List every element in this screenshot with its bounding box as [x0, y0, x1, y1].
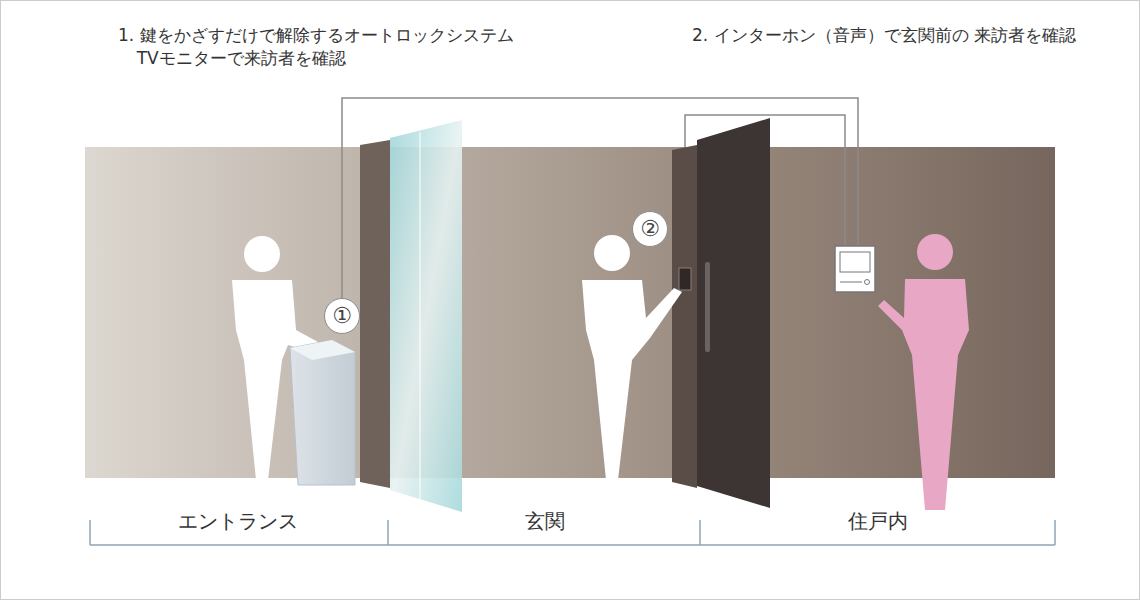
callout-number: ② — [632, 211, 668, 247]
resident-figure — [878, 234, 969, 510]
door-handle — [705, 262, 710, 352]
visitor-figure — [582, 235, 682, 480]
intercom-button — [679, 268, 691, 290]
tv-monitor — [835, 246, 875, 292]
autolock-panel — [290, 340, 355, 485]
door-frame — [360, 140, 390, 488]
door-frame — [672, 145, 697, 488]
zone-label: 玄関 — [525, 508, 565, 535]
feature-note: 2. インターホン（音声）で玄関前の 来訪者を確認 — [692, 24, 1091, 47]
monitor-button — [865, 280, 870, 285]
callout-number-text: ① — [332, 305, 352, 327]
callout-number-text: ② — [640, 218, 660, 240]
monitor-screen — [840, 252, 870, 272]
zone-label: 住戸内 — [848, 508, 908, 535]
autolock-panel-top — [290, 340, 355, 360]
glass-door — [390, 120, 462, 512]
feature-note: 1. 鍵をかざすだけで解除するオートロックシステム TVモニターで来訪者を確認 — [118, 24, 697, 70]
callout-number: ① — [324, 298, 360, 334]
front-door — [697, 118, 770, 508]
glass-highlight — [419, 132, 421, 500]
zone-label: エントランス — [178, 508, 298, 535]
monitor-button — [840, 282, 862, 283]
